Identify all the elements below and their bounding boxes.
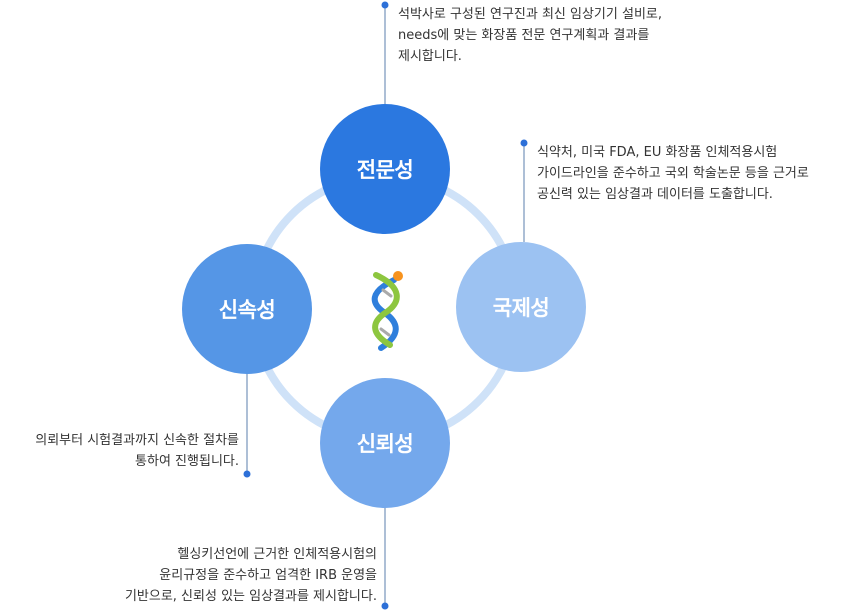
node-global-label: 국제성 (492, 296, 550, 320)
dot-speed (243, 470, 251, 478)
node-speed: 신속성 (182, 244, 312, 374)
node-reliability-label: 신뢰성 (356, 432, 414, 456)
node-speed-label: 신속성 (218, 298, 276, 322)
global-description: 식약처, 미국 FDA, EU 화장품 인체적용시험 가이드라인을 준수하고 국… (537, 145, 809, 202)
dot-expertise (381, 1, 389, 9)
dot-reliability (381, 602, 389, 610)
speed-description: 의뢰부터 시험결과까지 신속한 절차를 통하여 진행됩니다. (35, 433, 239, 469)
node-reliability: 신뢰성 (320, 378, 450, 508)
reliability-description: 헬싱키선언에 근거한 인체적용시험의 윤리규정을 준수하고 엄격한 IRB 운영… (124, 547, 377, 604)
expertise-description: 석박사로 구성된 연구진과 최신 임상기기 설비로, needs에 맞는 화장품… (398, 7, 662, 64)
node-expertise: 전문성 (320, 104, 450, 234)
dot-global (520, 139, 528, 147)
node-expertise-label: 전문성 (356, 158, 414, 182)
dna-helix-icon (371, 271, 403, 351)
node-global: 국제성 (456, 242, 586, 372)
